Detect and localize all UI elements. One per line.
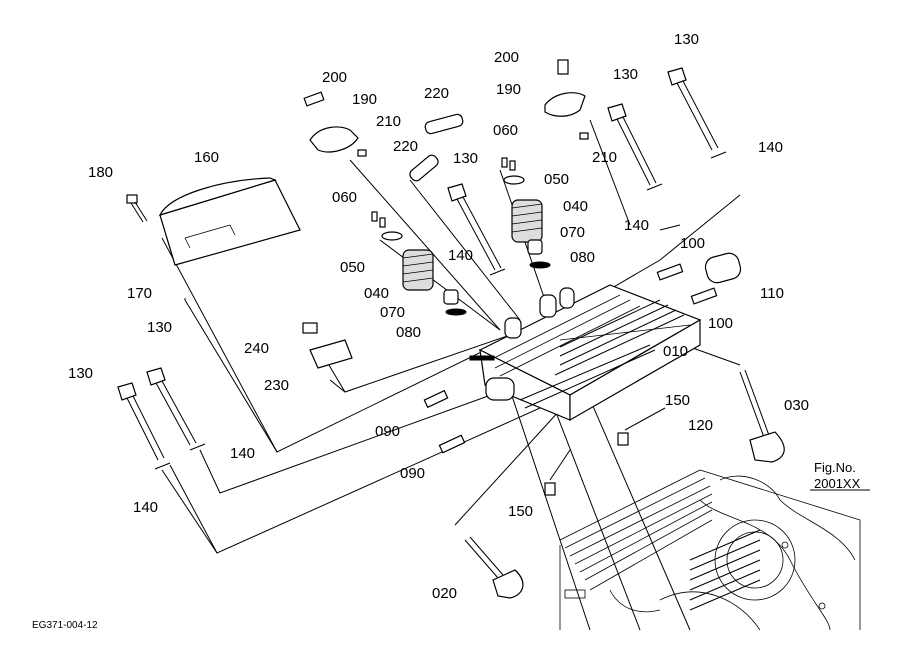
callout-240: 240 bbox=[244, 340, 269, 357]
callout-150: 150 bbox=[665, 392, 690, 409]
callout-180: 180 bbox=[88, 164, 113, 181]
fig-no-value: 2001XX bbox=[814, 476, 861, 491]
callout-140: 140 bbox=[133, 499, 158, 516]
drawing-code: EG371-004-12 bbox=[32, 620, 98, 631]
valve-spring bbox=[511, 199, 543, 243]
studs bbox=[423, 389, 466, 454]
callout-200: 200 bbox=[494, 49, 519, 66]
callout-050: 050 bbox=[340, 259, 365, 276]
callout-140: 140 bbox=[758, 139, 783, 156]
washers bbox=[154, 151, 727, 470]
callout-130: 130 bbox=[674, 31, 699, 48]
callout-130: 130 bbox=[613, 66, 638, 83]
callout-050: 050 bbox=[544, 171, 569, 188]
callout-190: 190 bbox=[352, 91, 377, 108]
bolt bbox=[447, 183, 502, 271]
callout-140: 140 bbox=[230, 445, 255, 462]
right-parts bbox=[656, 252, 742, 305]
callout-040: 040 bbox=[563, 198, 588, 215]
callout-150: 150 bbox=[508, 503, 533, 520]
head-bolts bbox=[117, 67, 719, 461]
bolt bbox=[607, 103, 657, 186]
callout-130: 130 bbox=[453, 150, 478, 167]
callout-210: 210 bbox=[592, 149, 617, 166]
valves bbox=[464, 369, 785, 599]
callout-200: 200 bbox=[322, 69, 347, 86]
fig-no-label: Fig.No. bbox=[814, 460, 856, 475]
valve-spring bbox=[402, 249, 434, 291]
callout-100: 100 bbox=[708, 315, 733, 332]
callout-070: 070 bbox=[560, 224, 585, 241]
dowel-pins bbox=[544, 432, 629, 496]
callout-080: 080 bbox=[396, 324, 421, 341]
callout-220: 220 bbox=[424, 85, 449, 102]
callout-190: 190 bbox=[496, 81, 521, 98]
callout-130: 130 bbox=[68, 365, 93, 382]
callout-210: 210 bbox=[376, 113, 401, 130]
callout-140: 140 bbox=[624, 217, 649, 234]
bolt bbox=[117, 382, 165, 461]
callout-060: 060 bbox=[332, 189, 357, 206]
callout-110: 110 bbox=[760, 285, 784, 302]
callout-130: 130 bbox=[147, 319, 172, 336]
callout-100: 100 bbox=[680, 235, 705, 252]
bolt bbox=[146, 367, 197, 446]
callout-070: 070 bbox=[380, 304, 405, 321]
callout-030: 030 bbox=[784, 397, 809, 414]
callout-labels: 200 190 210 220 220 200 190 210 130 130 … bbox=[68, 31, 809, 602]
callout-090: 090 bbox=[400, 465, 425, 482]
callout-010: 010 bbox=[663, 343, 688, 360]
callout-020: 020 bbox=[432, 585, 457, 602]
callout-090: 090 bbox=[375, 423, 400, 440]
callout-220: 220 bbox=[393, 138, 418, 155]
callout-060: 060 bbox=[493, 122, 518, 139]
callout-040: 040 bbox=[364, 285, 389, 302]
callout-140: 140 bbox=[448, 247, 473, 264]
rocker-cover bbox=[158, 177, 301, 266]
engine-block bbox=[559, 469, 861, 631]
breather-bracket bbox=[302, 322, 353, 369]
valve-train bbox=[303, 59, 589, 316]
cylinder-head bbox=[469, 284, 702, 422]
callout-230: 230 bbox=[264, 377, 289, 394]
callout-080: 080 bbox=[570, 249, 595, 266]
callout-120: 120 bbox=[688, 417, 713, 434]
bolt bbox=[667, 67, 719, 151]
callout-170: 170 bbox=[127, 285, 152, 302]
callout-160: 160 bbox=[194, 149, 219, 166]
cover-bolt bbox=[126, 194, 148, 223]
